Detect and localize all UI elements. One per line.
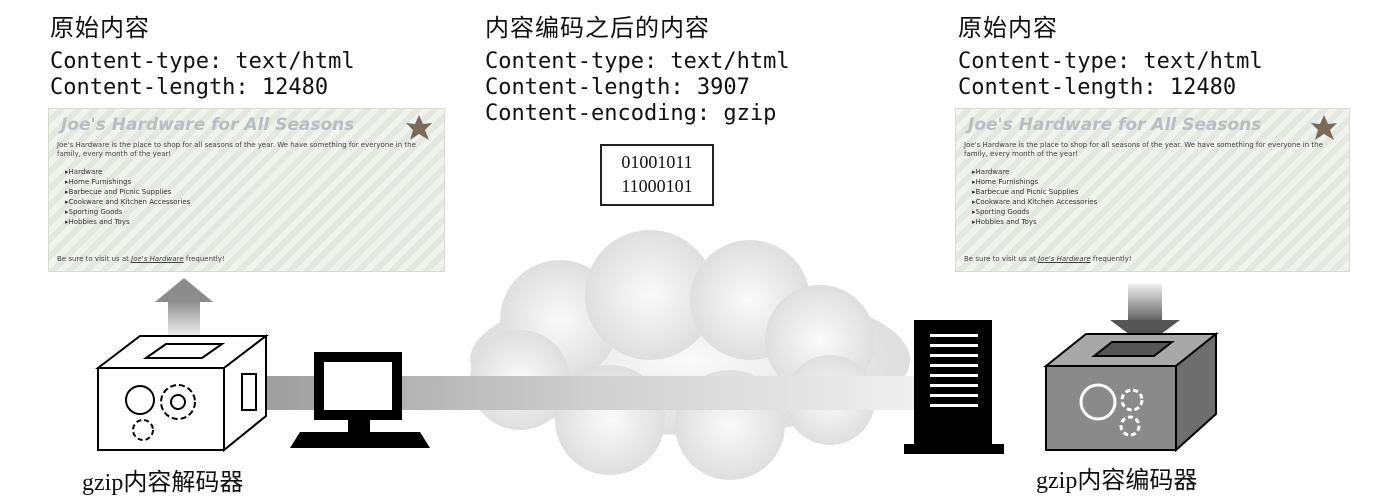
list-item: Sporting Goods xyxy=(65,207,190,217)
decoder-box xyxy=(95,333,269,453)
left-heading: 原始内容 xyxy=(50,14,150,42)
footer-link: Joe's Hardware xyxy=(1038,255,1091,263)
server-icon xyxy=(904,320,1004,454)
footer-prefix: Be sure to visit us at xyxy=(964,255,1039,263)
list-item: Barbecue and Picnic Supplies xyxy=(65,187,190,197)
leaf-icon xyxy=(1311,115,1337,140)
left-web-page: Joe's Hardware for All Seasons Joe's Har… xyxy=(48,108,445,272)
list-item: Home Furnishings xyxy=(972,177,1097,187)
list-item: Home Furnishings xyxy=(65,177,190,187)
right-content-type: Content-type: text/html xyxy=(958,49,1263,74)
web-page-title: Joe's Hardware for All Seasons xyxy=(61,115,355,135)
web-page-list: Hardware Home Furnishings Barbecue and P… xyxy=(65,167,191,227)
middle-content-type: Content-type: text/html xyxy=(485,49,790,74)
internet-cloud xyxy=(470,230,910,480)
list-item: Hobbies and Toys xyxy=(972,217,1097,227)
right-heading: 原始内容 xyxy=(958,14,1058,42)
list-item: Barbecue and Picnic Supplies xyxy=(972,187,1097,197)
left-content-length: Content-length: 12480 xyxy=(50,75,329,100)
footer-suffix: frequently! xyxy=(183,255,225,263)
footer-link: Joe's Hardware xyxy=(131,255,184,263)
web-page-footer: Be sure to visit us at Joe's Hardware fr… xyxy=(964,255,1132,263)
web-page-intro: Joe's Hardware is the place to shop for … xyxy=(964,141,1323,158)
right-web-page: Joe's Hardware for All Seasons Joe's Har… xyxy=(955,108,1350,272)
list-item: Cookware and Kitchen Accessories xyxy=(65,197,191,207)
footer-prefix: Be sure to visit us at xyxy=(57,255,132,263)
gears-icon xyxy=(125,384,196,441)
web-page-list: Hardware Home Furnishings Barbecue and P… xyxy=(972,167,1098,227)
list-item: Sporting Goods xyxy=(972,207,1097,217)
middle-content-encoding: Content-encoding: gzip xyxy=(485,101,777,126)
footer-suffix: frequently! xyxy=(1090,255,1132,263)
right-content-length: Content-length: 12480 xyxy=(958,75,1237,100)
gears-icon xyxy=(1079,383,1144,437)
list-item: Hardware xyxy=(65,167,190,177)
up-arrow-icon xyxy=(155,278,213,342)
list-item: Hardware xyxy=(972,167,1097,177)
client-computer-icon xyxy=(290,352,430,448)
web-page-intro: Joe's Hardware is the place to shop for … xyxy=(57,141,416,158)
middle-content-length: Content-length: 3907 xyxy=(485,75,750,100)
encoder-label: gzip内容编码器 xyxy=(1036,468,1198,494)
binary-data-box: 01001011 11000101 xyxy=(600,144,714,206)
decoder-label: gzip内容解码器 xyxy=(82,470,244,496)
middle-heading: 内容编码之后的内容 xyxy=(485,14,710,42)
binary-line-2: 11000101 xyxy=(621,176,693,196)
web-page-footer: Be sure to visit us at Joe's Hardware fr… xyxy=(57,255,225,263)
leaf-icon xyxy=(406,115,432,140)
left-content-type: Content-type: text/html xyxy=(50,49,355,74)
web-page-title: Joe's Hardware for All Seasons xyxy=(968,115,1262,135)
binary-line-1: 01001011 xyxy=(621,152,693,172)
list-item: Hobbies and Toys xyxy=(65,217,190,227)
list-item: Cookware and Kitchen Accessories xyxy=(972,197,1098,207)
encoder-box xyxy=(1043,331,1219,453)
